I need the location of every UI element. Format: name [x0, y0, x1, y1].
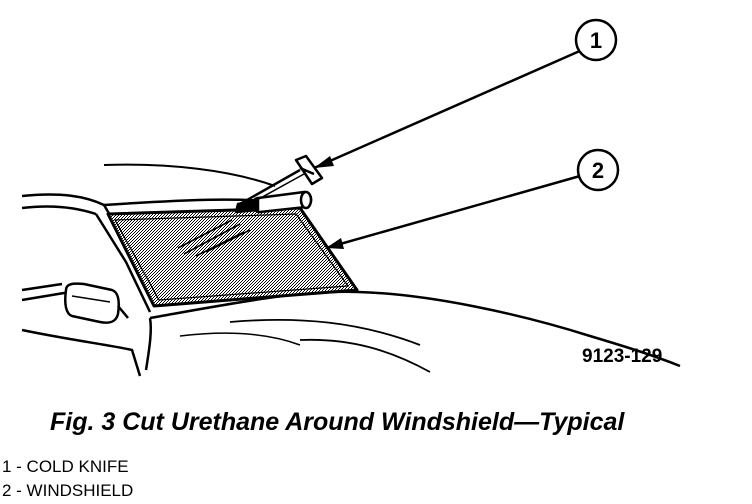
figure-code: 9123-129 — [582, 346, 663, 367]
legend-item-windshield: 2 - WINDSHIELD — [2, 481, 134, 500]
callout-2-number: 2 — [592, 158, 604, 183]
cold-knife — [234, 154, 324, 214]
windshield — [106, 206, 359, 308]
callout-1-number: 1 — [590, 28, 602, 53]
legend-item-cold-knife: 1 - COLD KNIFE — [2, 457, 129, 476]
callout-1: 1 — [313, 18, 618, 170]
car-body — [21, 163, 681, 377]
legend: 1 - COLD KNIFE 2 - WINDSHIELD — [2, 455, 133, 503]
figure-caption: Fig. 3 Cut Urethane Around Windshield—Ty… — [50, 408, 625, 436]
side-mirror — [64, 282, 129, 324]
callout-2: 2 — [325, 148, 620, 250]
windshield-diagram: 1 2 — [21, 18, 681, 377]
